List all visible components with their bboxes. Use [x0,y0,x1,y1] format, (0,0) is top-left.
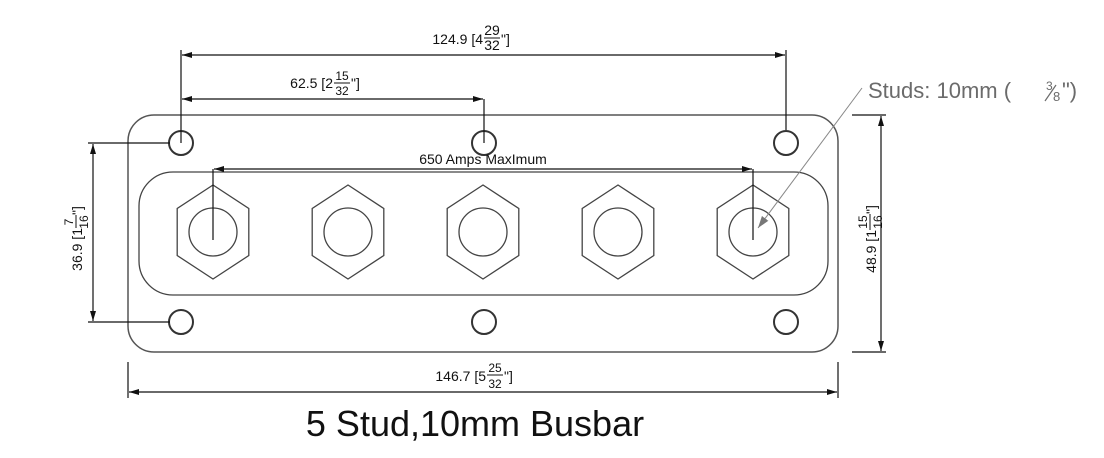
stud-hex-nut [311,184,385,280]
svg-text:"): ") [1062,78,1077,103]
svg-text:16: 16 [77,215,91,229]
busbar-plate [127,114,839,353]
dimension-hole-vertical: 36.9 [1 7 16 "] [62,206,91,271]
callout-leader [757,87,863,229]
dimension-half-studs: 62.5 [2 [290,75,333,91]
fraction-num: 29 [484,22,500,38]
mounting-hole [773,309,799,335]
drawing-title: 5 Stud,10mm Busbar [306,403,644,444]
svg-text:48.9 [1: 48.9 [1 [863,230,879,273]
stud [458,207,508,257]
fraction-den: 32 [335,84,349,98]
mounting-hole [471,309,497,335]
fraction-num: 25 [488,361,502,375]
svg-text:36.9 [1: 36.9 [1 [69,228,85,271]
stud-recess [138,171,829,296]
stud-hex-nut [716,184,790,280]
studs-callout: Studs: 10mm ( 3 8 ") [868,78,1077,104]
dimension-outer-studs: 124.9 [4 [432,31,483,47]
fraction-num: 15 [335,69,349,83]
stud [323,207,373,257]
dimension-overall-height: 48.9 [1 15 16 "] [856,205,885,273]
fraction-den: 32 [488,377,502,391]
svg-text:8: 8 [1053,89,1060,104]
mounting-hole [168,309,194,335]
svg-text:16: 16 [871,215,885,229]
svg-text:Studs: 10mm (: Studs: 10mm ( [868,78,1012,103]
svg-text:15: 15 [856,215,870,229]
fraction-den: 32 [484,37,500,53]
svg-text:"]: "] [69,206,85,215]
rating-label: 650 Amps MaxImum [419,151,547,167]
fraction-close: "] [504,368,513,384]
dimension-overall-length: 146.7 [5 [435,368,486,384]
svg-text:"]: "] [863,205,879,214]
fraction-close: "] [351,75,360,91]
studs [176,184,790,280]
svg-text:7: 7 [62,218,76,225]
stud-hex-nut [581,184,655,280]
svg-text:3: 3 [1046,79,1053,93]
stud [593,207,643,257]
fraction-close: "] [501,31,510,47]
stud-hex-nut [446,184,520,280]
mounting-hole [773,130,799,156]
stud-hex-nut [176,184,250,280]
